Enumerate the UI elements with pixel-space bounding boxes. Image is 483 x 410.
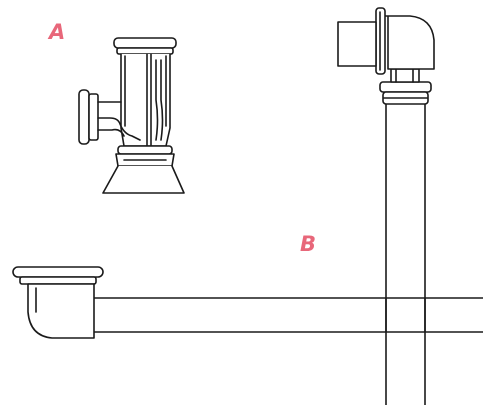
pipe-collar-top xyxy=(380,82,431,92)
crossing-mask xyxy=(387,299,424,331)
drain-flange-top xyxy=(13,267,103,277)
label-a: A xyxy=(49,20,66,44)
channel-line-1 xyxy=(156,60,158,140)
cone-base xyxy=(103,166,184,193)
top-cap-lower xyxy=(117,48,173,54)
label-b: B xyxy=(300,232,317,256)
side-arm-bottom xyxy=(98,130,124,136)
collar-upper xyxy=(118,146,172,154)
drain-elbow-body xyxy=(28,284,94,338)
elbow-body xyxy=(384,16,434,69)
fixture-a-trap xyxy=(79,38,184,193)
horizontal-pipe-assembly xyxy=(13,267,483,338)
top-cap xyxy=(114,38,176,48)
side-arm-inner xyxy=(98,118,140,140)
side-flange xyxy=(79,90,89,144)
drain-flange-lower xyxy=(20,277,96,284)
channel-line-2 xyxy=(161,60,163,140)
elbow-outlet xyxy=(338,22,376,66)
side-flange-inner xyxy=(89,94,98,140)
vertical-pipe-assembly xyxy=(338,8,434,405)
